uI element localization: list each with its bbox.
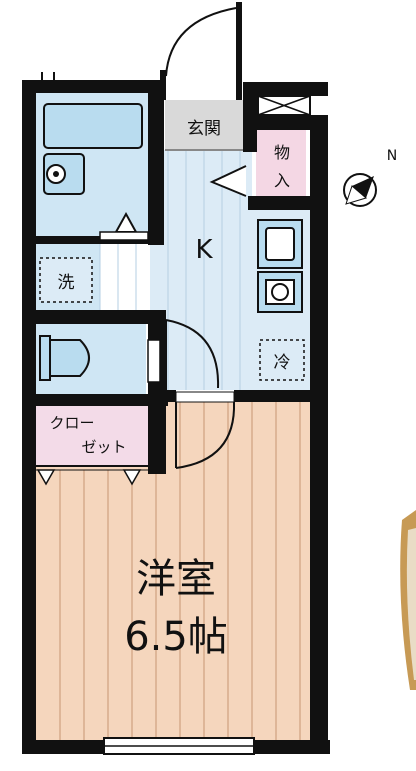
storage-label: 物入 bbox=[0, 0, 2, 1]
closet-floor-top bbox=[36, 406, 150, 466]
closet-label-line2: ゼット bbox=[81, 438, 126, 456]
walls bbox=[22, 80, 330, 754]
fridge-label: 冷 bbox=[274, 353, 291, 373]
kitchen-stove bbox=[257, 271, 303, 313]
cropped-photo-edge bbox=[400, 510, 416, 690]
bedroom-label: 洋室 bbox=[136, 556, 216, 602]
wash-basin bbox=[43, 153, 85, 195]
kitchen-label: K bbox=[195, 235, 213, 265]
storage-label-1: 物 bbox=[274, 143, 290, 162]
laundry-space: 洗 bbox=[39, 257, 93, 303]
storage-floor bbox=[256, 130, 306, 196]
kitchen-floor-lines bbox=[99, 150, 241, 390]
bathtub bbox=[43, 103, 143, 149]
storage-closet: 物 入 物入 bbox=[0, 0, 290, 190]
window-bottom bbox=[103, 737, 255, 755]
kitchen-sink bbox=[257, 219, 303, 269]
fridge-space: 冷 bbox=[259, 339, 305, 381]
kitchen-door[interactable] bbox=[165, 319, 220, 390]
genkan-floor bbox=[165, 100, 243, 150]
compass-north-label: N bbox=[387, 148, 397, 164]
genkan-label: 玄関 bbox=[187, 119, 221, 139]
bedroom-size-label: 6.5帖 bbox=[124, 614, 228, 660]
storage-door-marker bbox=[209, 165, 247, 197]
bedroom-door[interactable] bbox=[175, 391, 236, 469]
bedroom-floor-lines bbox=[59, 400, 301, 740]
entrance-door[interactable] bbox=[160, 2, 242, 100]
laundry-label: 洗 bbox=[58, 273, 75, 293]
window-top-right bbox=[257, 95, 311, 116]
storage-label-2: 入 bbox=[274, 171, 290, 190]
compass-icon: N bbox=[343, 148, 397, 207]
bathroom-door[interactable] bbox=[99, 211, 149, 241]
toilet-door[interactable] bbox=[147, 339, 161, 383]
toilet bbox=[39, 335, 90, 381]
closet-doors[interactable] bbox=[36, 469, 142, 486]
closet-label-line1: クロー bbox=[49, 414, 94, 432]
bathroom-window bbox=[41, 72, 70, 92]
